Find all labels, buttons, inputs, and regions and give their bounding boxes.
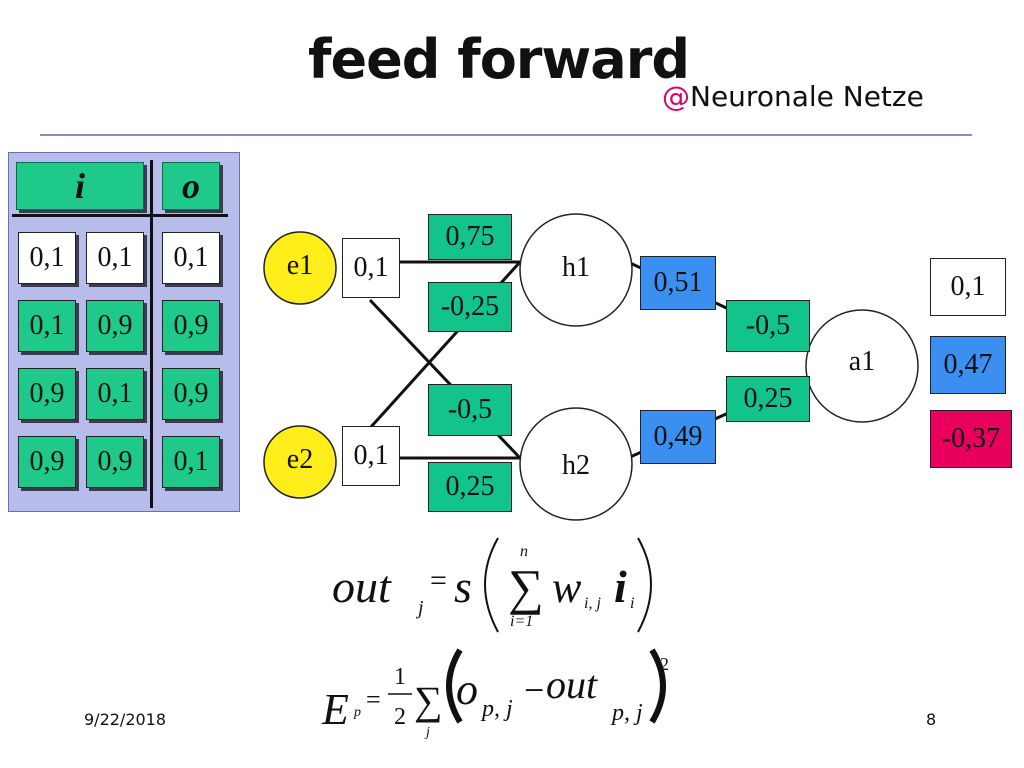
formula2-out: out	[546, 662, 598, 707]
weight-e2-h2: 0,25	[428, 462, 512, 512]
formula1-lhs: out	[332, 561, 392, 612]
title-divider	[40, 134, 972, 136]
node-label-h1: h1	[562, 252, 590, 283]
table-header-o: o	[162, 162, 220, 210]
formula2-lhs-sub: p	[353, 705, 361, 720]
node-label-e1: e1	[286, 250, 314, 281]
formula2-sum-bottom: j	[424, 725, 430, 740]
node-h1	[519, 213, 633, 327]
formula2-power: 2	[660, 654, 669, 674]
table-cell-r1-i2: 0,1	[86, 232, 144, 284]
node-a1	[805, 309, 919, 423]
formula1-sigma: ∑	[508, 559, 544, 615]
formula1-i: i	[614, 561, 627, 612]
formula2-right-paren	[649, 648, 666, 724]
table-cell-r2-i2: 0,9	[86, 300, 144, 352]
input-value-e2: 0,1	[342, 426, 400, 486]
table-header-i: i	[16, 162, 144, 210]
weight-e1-h1: 0,75	[428, 214, 512, 260]
table-cell-r1-i1: 0,1	[18, 232, 76, 284]
formula2-lhs: E	[321, 685, 349, 734]
formula2-frac-den: 2	[394, 704, 406, 730]
table-cell-r1-o: 0,1	[162, 232, 220, 284]
node-label-e2: e2	[286, 444, 314, 475]
formula1-sum-top: n	[520, 543, 528, 560]
formula2-sigma: ∑	[414, 678, 443, 723]
formula1-lhs-sub: j	[415, 597, 424, 619]
formula1-right-paren	[637, 537, 652, 633]
formula1-w-sub: i, j	[584, 595, 601, 612]
node-label-h2: h2	[562, 450, 590, 481]
weight-e2-h1: -0,25	[428, 282, 512, 332]
input-value-e1: 0,1	[342, 238, 400, 298]
target-value: 0,1	[930, 258, 1006, 316]
subtitle-text: Neuronale Netze	[690, 80, 924, 113]
formula1-eq: =	[430, 564, 447, 597]
page-title: feed forward	[308, 28, 690, 91]
node-label-a1: a1	[848, 346, 876, 377]
weight-e1-h2: -0,5	[428, 384, 512, 436]
formula2-minus: −	[524, 670, 544, 710]
formula1-left-paren	[484, 537, 499, 633]
node-h2	[519, 407, 633, 521]
node-e1	[263, 231, 337, 305]
table-vertical-divider	[150, 160, 153, 508]
table-horizontal-divider	[12, 214, 228, 217]
weight-h2-a1: 0,25	[726, 376, 810, 422]
weight-h1-a1: -0,5	[726, 300, 810, 352]
footer-page-number: 8	[926, 710, 937, 729]
formula-output: out j = s n ∑ i=1 w i, j i i	[332, 537, 652, 633]
formula2-left-paren	[446, 648, 463, 724]
formula2-frac-num: 1	[394, 664, 406, 690]
hidden-output-h1: 0,51	[640, 256, 716, 310]
table-cell-r4-o: 0,1	[162, 436, 220, 488]
formula1-w: w	[552, 563, 582, 612]
formula1-sum-bottom: i=1	[510, 613, 533, 630]
formula2-o: o	[456, 665, 478, 714]
table-cell-r3-i1: 0,9	[18, 368, 76, 420]
error-value: -0,37	[930, 410, 1012, 468]
table-cell-r3-o: 0,9	[162, 368, 220, 420]
table-cell-r2-o: 0,9	[162, 300, 220, 352]
formula1-i-sub: i	[630, 595, 634, 612]
formula2-out-sub: p, j	[610, 700, 643, 726]
table-cell-r4-i2: 0,9	[86, 436, 144, 488]
subtitle-at: @	[662, 80, 690, 113]
node-e2	[263, 425, 337, 499]
network-output-value: 0,47	[930, 336, 1006, 394]
table-cell-r2-i1: 0,1	[18, 300, 76, 352]
subtitle: @Neuronale Netze	[662, 80, 924, 113]
formula1-func: s	[454, 561, 472, 612]
table-cell-r3-i2: 0,1	[86, 368, 144, 420]
table-cell-r4-i1: 0,9	[18, 436, 76, 488]
formula2-eq: =	[366, 685, 381, 714]
formula-error: E p = 1 2 ∑ j o p, j − out p, j 2	[321, 648, 669, 740]
formula2-o-sub: p, j	[480, 696, 513, 722]
hidden-output-h2: 0,49	[640, 410, 716, 464]
footer-date: 9/22/2018	[84, 710, 167, 729]
